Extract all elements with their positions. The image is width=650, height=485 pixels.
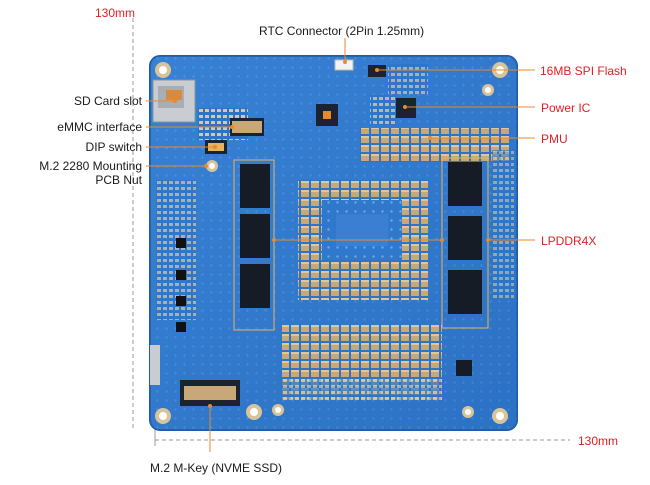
emmc-interface xyxy=(198,108,264,140)
pmu-label: PMU xyxy=(541,132,568,146)
right-dimension-label: 130mm xyxy=(578,434,619,448)
sd-card-slot-label: SD Card slot xyxy=(73,94,142,108)
dimension-lines xyxy=(132,18,570,446)
m2-mounting-label-line1: M.2 2280 Mounting xyxy=(39,159,142,173)
power-ic-chip xyxy=(316,95,416,126)
pmu-area xyxy=(360,128,510,162)
pcb-board xyxy=(149,55,518,431)
spi-flash-chip xyxy=(368,64,428,94)
spi-flash-label: 16MB SPI Flash xyxy=(540,64,627,78)
power-ic-label: Power IC xyxy=(541,101,591,115)
lpddr4x-label: LPDDR4X xyxy=(541,234,597,248)
leader-lines xyxy=(146,38,535,452)
bottom-capacitor-bank xyxy=(282,325,472,400)
top-dimension-label: 130mm xyxy=(95,6,136,20)
m2-mkey-connector xyxy=(180,380,240,406)
lpddr4x-right-group xyxy=(441,150,514,329)
rtc-connector-label: RTC Connector (2Pin 1.25mm) xyxy=(259,24,425,38)
m2-mkey-label: M.2 M-Key (NVME SSD) xyxy=(150,461,283,475)
emmc-interface-label: eMMC interface xyxy=(57,120,142,134)
leader-dots xyxy=(173,60,490,408)
dip-switch-label: DIP switch xyxy=(85,140,142,154)
lpddr4x-left-group xyxy=(233,159,275,331)
left-edge-components xyxy=(150,180,196,385)
m2-mounting-label-line2: PCB Nut xyxy=(95,173,142,187)
rtc-connector xyxy=(334,59,354,71)
